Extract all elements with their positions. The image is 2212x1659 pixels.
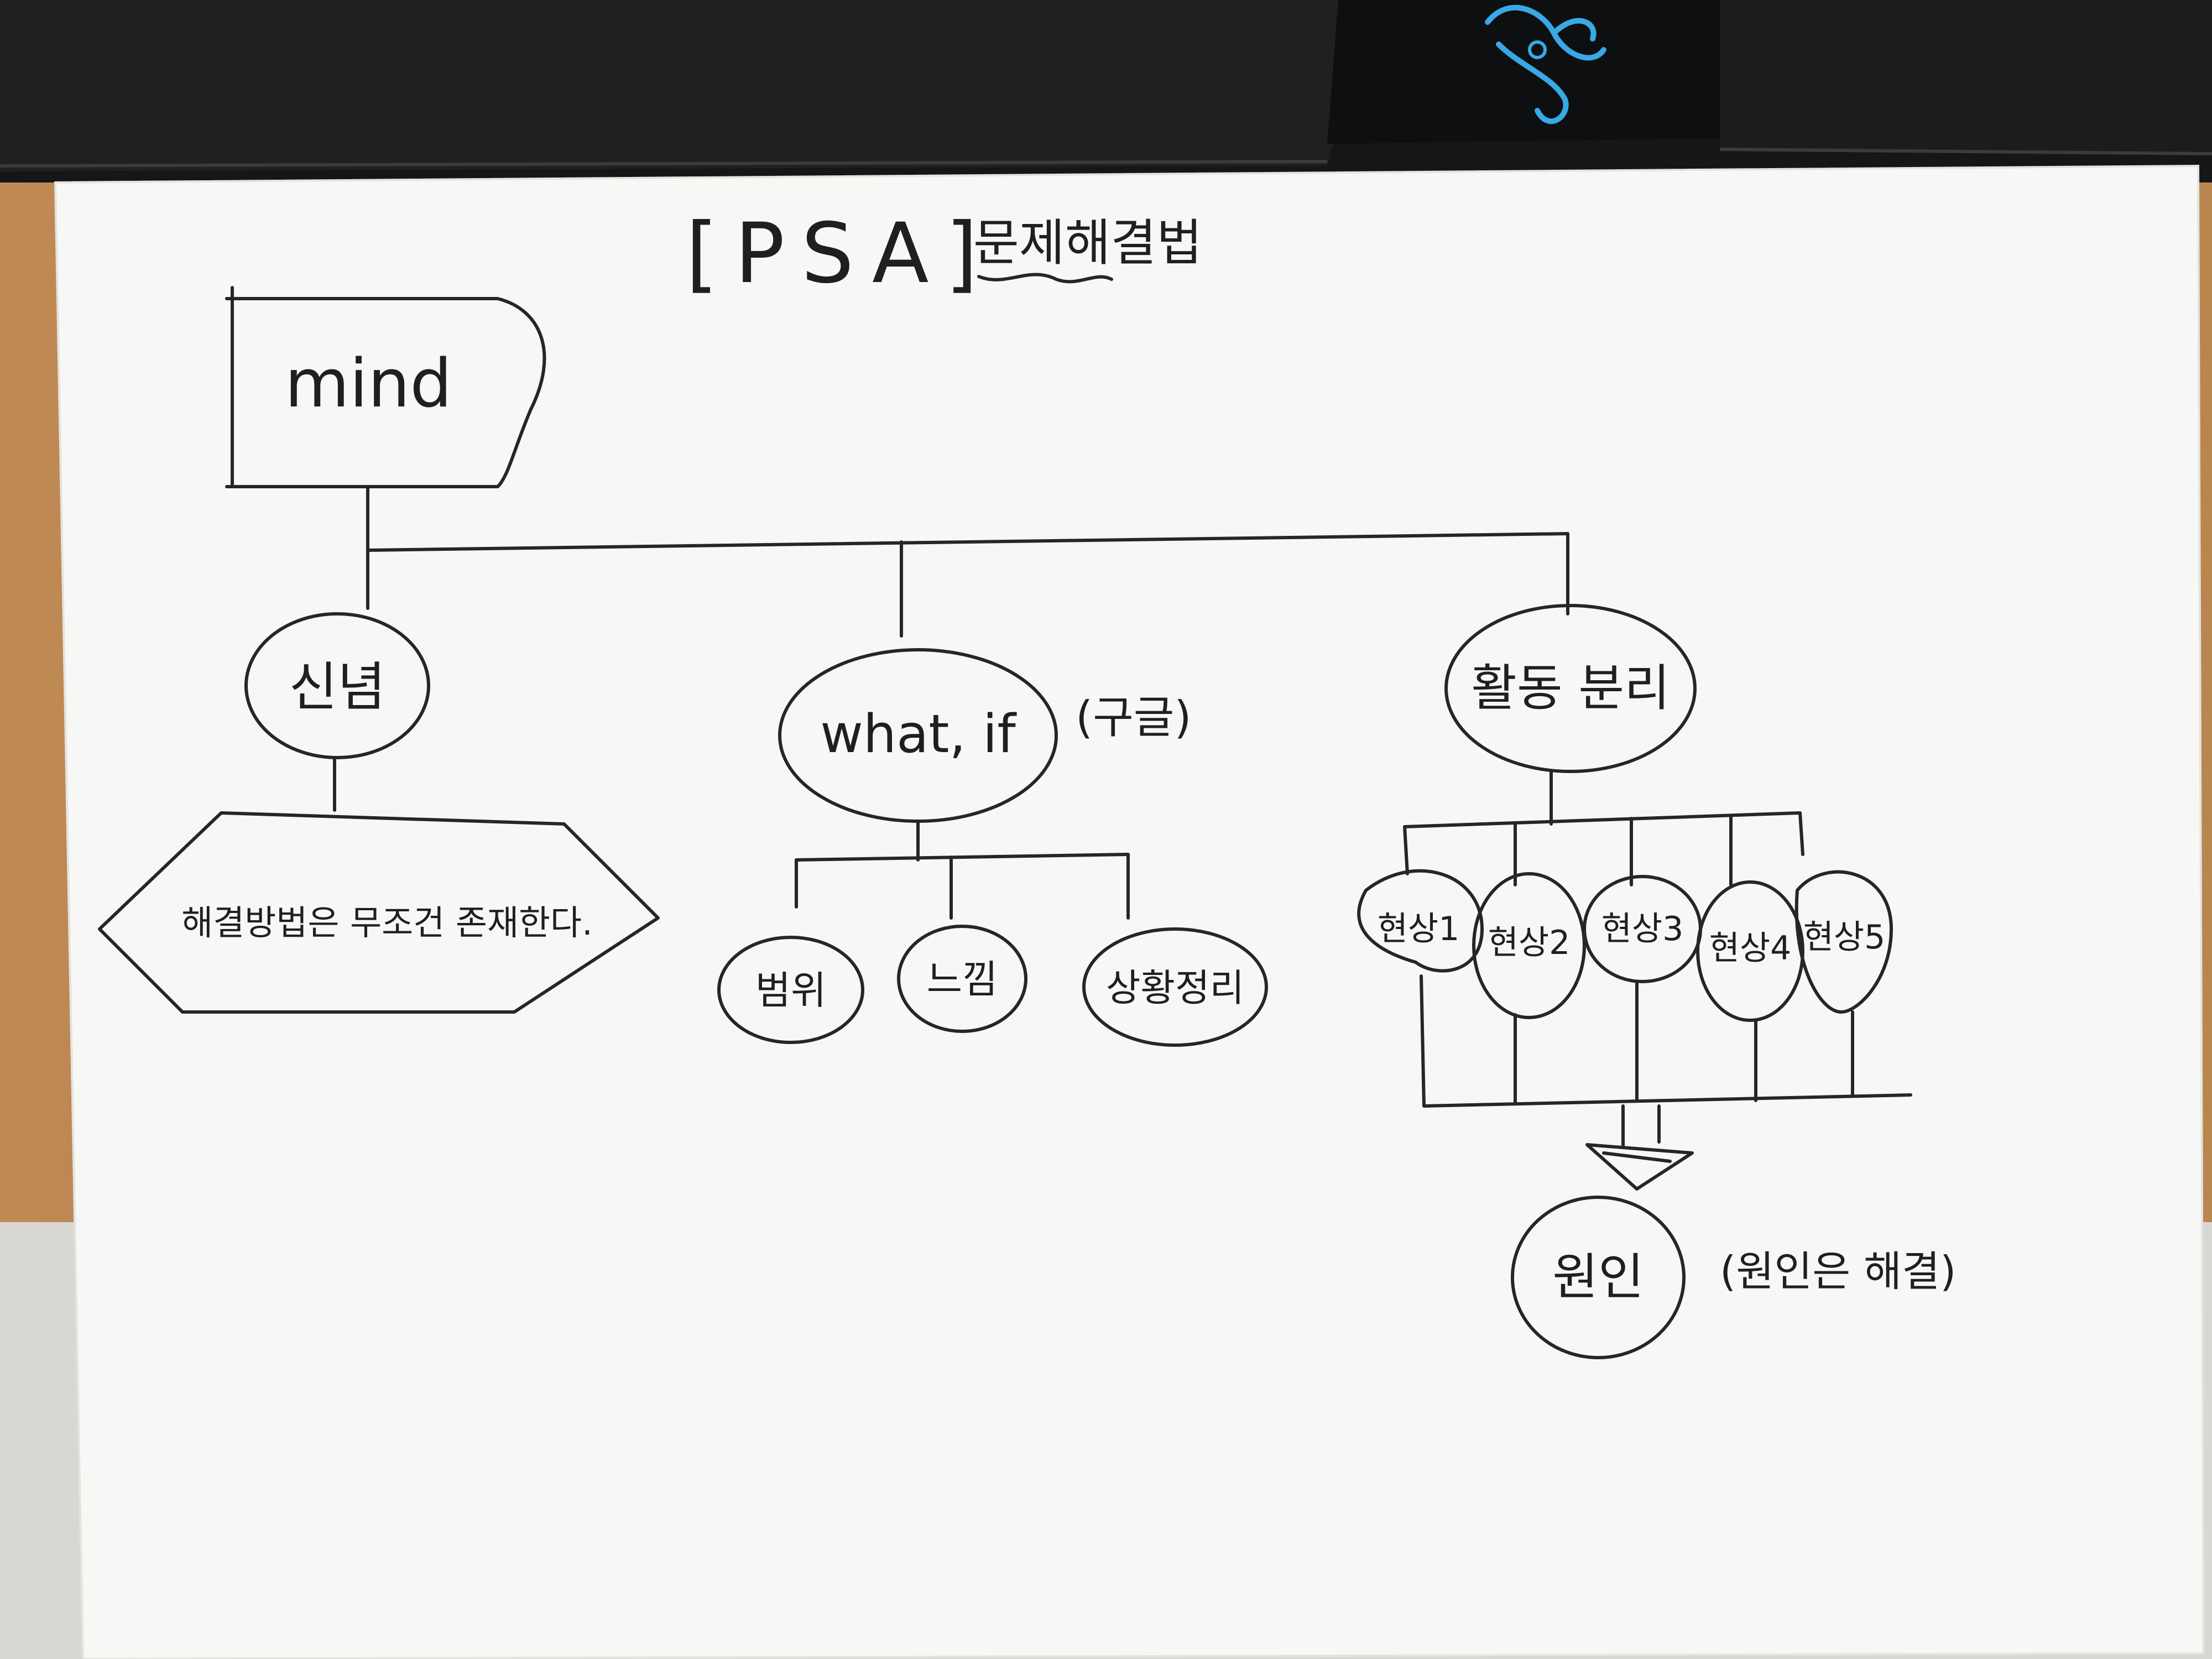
root-label: mind: [285, 346, 452, 422]
branch-node-1: [244, 612, 430, 759]
phenomenon-label-5: 현상5: [1803, 918, 1886, 957]
phenomenon-label-2: 현상2: [1488, 924, 1571, 962]
phenomenon-node-1: [1357, 869, 1484, 973]
cause-label: 원인: [1552, 1248, 1644, 1306]
branch-label-2: what, if: [820, 704, 1017, 765]
phenomenon-node-4: [1696, 880, 1804, 1022]
child-node-2-1: [717, 936, 864, 1044]
child-node-2-3: [1082, 927, 1268, 1047]
cause-annotation: (원인은 해결): [1720, 1247, 1956, 1296]
branch-annotation-2: (구글): [1076, 692, 1192, 743]
phenomenon-label-1: 현상1: [1378, 910, 1460, 948]
branch-node-3: [1444, 604, 1697, 773]
child-label-2-3: 상황정리: [1106, 967, 1244, 1010]
phenomenon-collector: [1420, 974, 1912, 1108]
funnel-arrow-icon: [1585, 1104, 1694, 1191]
branch-label-1: 신념: [289, 657, 386, 718]
phenomenon-label-3: 현상3: [1601, 910, 1684, 948]
belief-note: 해결방법은 무조건 존재한다.: [181, 902, 593, 943]
branch-label-3: 활동 분리: [1471, 659, 1670, 717]
phenomenon-node-2: [1472, 872, 1586, 1019]
root-connector: [366, 485, 1569, 638]
cause-node: [1511, 1196, 1686, 1359]
child-node-2-2: [897, 925, 1027, 1033]
title-tag: [PSA]: [686, 206, 994, 302]
title-underline: [977, 273, 1113, 284]
title-text: 문제해결법: [973, 214, 1202, 272]
child-label-2-1: 범위: [755, 968, 827, 1013]
branch-connector-2: [795, 820, 1130, 920]
branch-connector-3: [1403, 770, 1804, 886]
razer-logo-icon: [1485, 4, 1606, 124]
keyboard: [0, 0, 2212, 182]
phenomenon-node-5: [1794, 870, 1893, 1014]
phenomenon-nodes: 현상1 현상2 현상3 현상4 현상5: [1357, 869, 1893, 1022]
belief-note-shape: [98, 811, 660, 1014]
root-box: [225, 286, 546, 488]
child-label-2-2: 느낌: [927, 957, 998, 1002]
phenomenon-label-4: 현상4: [1709, 929, 1792, 968]
